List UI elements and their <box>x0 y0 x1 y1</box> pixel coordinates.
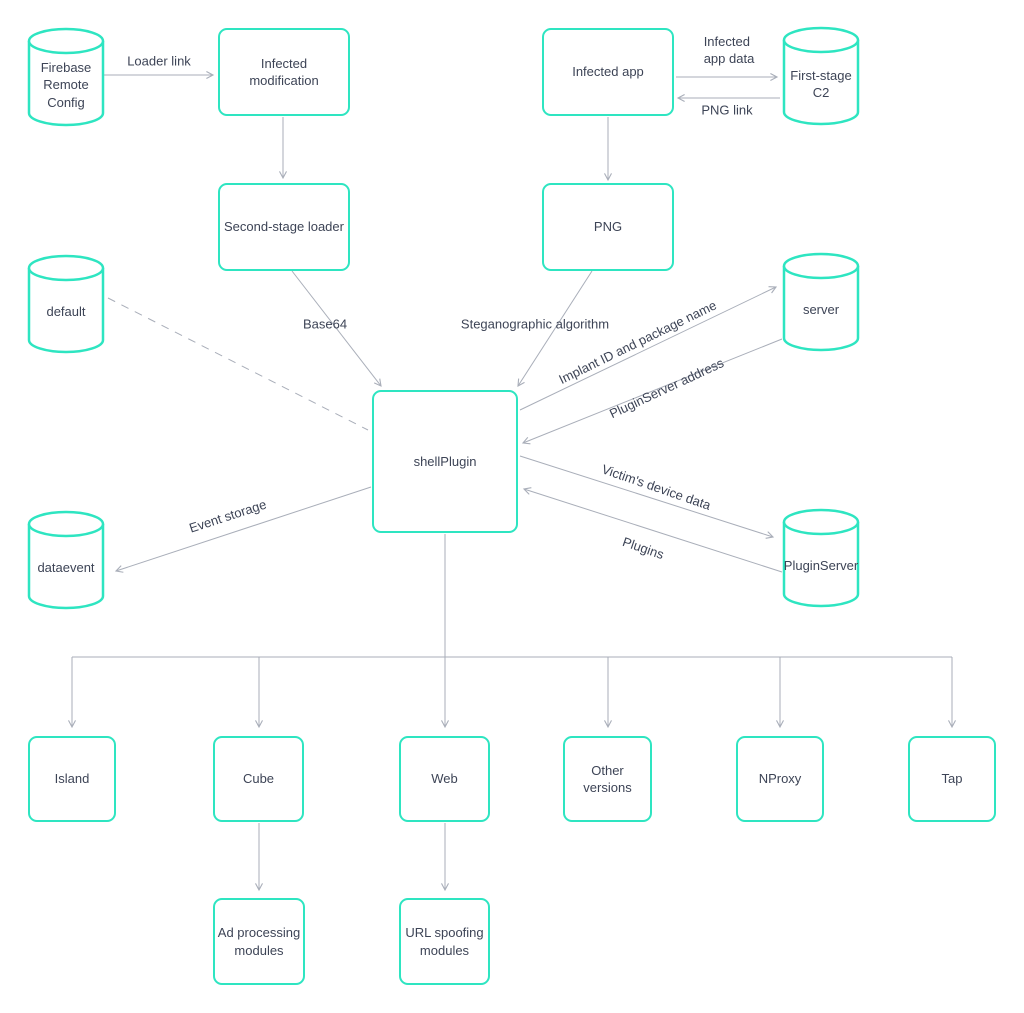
cylinder-shape <box>782 26 860 126</box>
node-ad-processing-modules: Ad processing modules <box>213 898 305 985</box>
node-tap: Tap <box>908 736 996 822</box>
node-label: dataevent <box>37 560 95 576</box>
node-label: default <box>46 304 86 320</box>
node-label: Ad processing modules <box>217 925 301 958</box>
edge-pluginserver-address <box>521 338 783 445</box>
edge-event-storage <box>114 486 372 573</box>
node-default: default <box>27 254 105 354</box>
edge-steganographic <box>517 270 593 387</box>
node-label: Tap <box>941 771 963 787</box>
node-first-stage-c2: First-stage C2 <box>782 26 860 126</box>
node-label: Second-stage loader <box>224 219 344 235</box>
edge-label-steganographic-algorithm: Steganographic algorithm <box>460 316 610 332</box>
node-label: PluginServer <box>783 558 859 574</box>
node-other-versions: Other versions <box>563 736 652 822</box>
edge-label-loader-link: Loader link <box>127 53 191 69</box>
node-dataevent: dataevent <box>27 510 105 610</box>
node-infected-modification: Infected modification <box>218 28 350 116</box>
node-label: First-stage C2 <box>790 67 852 100</box>
node-label: URL spoofing modules <box>405 925 484 958</box>
node-shellplugin: shellPlugin <box>372 390 518 533</box>
edge-default-dashed <box>107 297 369 431</box>
node-url-spoofing-modules: URL spoofing modules <box>399 898 490 985</box>
edge-label-infected-app-data: Infected app data <box>703 34 755 66</box>
node-nproxy: NProxy <box>736 736 824 822</box>
node-label: Island <box>54 771 90 787</box>
node-firebase-remote-config: Firebase Remote Config <box>27 27 105 127</box>
node-island: Island <box>28 736 116 822</box>
node-label: server <box>802 302 840 318</box>
node-label: PNG <box>593 219 623 235</box>
node-second-stage-loader: Second-stage loader <box>218 183 350 271</box>
node-cube: Cube <box>213 736 304 822</box>
node-pluginserver: PluginServer <box>782 508 860 608</box>
node-label: Infected modification <box>249 55 319 88</box>
node-label: Infected app <box>572 64 644 80</box>
edge-victims-device-data <box>519 455 775 539</box>
cylinder-shape <box>27 254 105 354</box>
node-label: shellPlugin <box>413 453 477 469</box>
node-png: PNG <box>542 183 674 271</box>
edge-implant-id <box>519 286 778 411</box>
edge-plugins <box>522 487 783 573</box>
node-label: NProxy <box>758 771 802 787</box>
cylinder-shape <box>27 27 105 127</box>
cylinder-shape <box>27 510 105 610</box>
edge-shellplugin-trunk <box>72 534 952 658</box>
node-label: Web <box>431 771 458 787</box>
cylinder-shape <box>782 508 860 608</box>
edge-label-base64: Base64 <box>302 316 348 332</box>
node-server: server <box>782 252 860 352</box>
node-label: Other versions <box>583 762 632 795</box>
edge-base64 <box>291 270 382 387</box>
cylinder-shape <box>782 252 860 352</box>
node-label: Cube <box>242 771 275 787</box>
edge-label-png-link: PNG link <box>701 102 753 118</box>
node-label: Firebase Remote Config <box>40 60 92 110</box>
node-infected-app: Infected app <box>542 28 674 116</box>
node-web: Web <box>399 736 490 822</box>
